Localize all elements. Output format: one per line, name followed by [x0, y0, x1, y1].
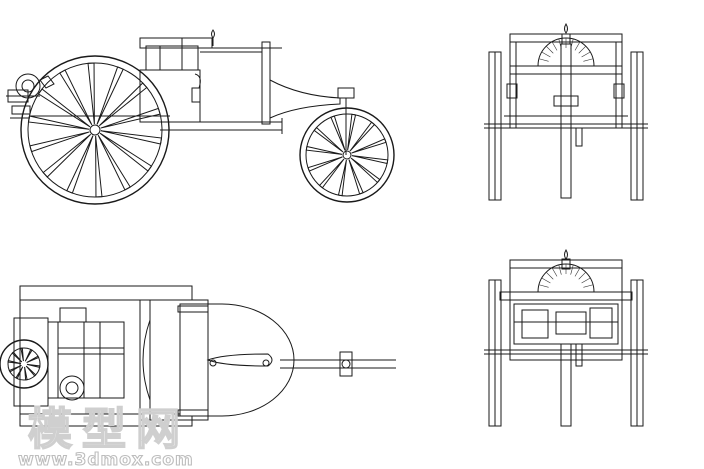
- front-right-lantern: [613, 83, 625, 99]
- top-rear-beam: [19, 285, 193, 301]
- flywheel-spoke: [24, 348, 33, 362]
- dial-tick: [570, 264, 574, 275]
- rear-wheel-spoke: [29, 131, 90, 153]
- side-front-wheel: [299, 107, 395, 203]
- dial-tick: [538, 58, 549, 62]
- side-upper-box: [145, 45, 199, 71]
- front-wheel-spoke: [350, 157, 381, 184]
- side-view: [6, 29, 395, 381]
- dial-tick: [541, 277, 551, 284]
- top-engine-block: [13, 317, 49, 407]
- rear-dial-arch: [537, 263, 595, 293]
- top-tiller: [206, 353, 273, 367]
- flywheel-spoke: [25, 365, 37, 377]
- side-lamp-flame: [211, 29, 215, 39]
- dial-tick: [545, 45, 554, 54]
- dial-tick: [574, 267, 581, 277]
- flywheel-spoke: [24, 366, 28, 381]
- front-dial-arch: [537, 37, 595, 67]
- front-wheel-spoke: [313, 126, 344, 153]
- rear-wheel-spoke: [37, 88, 91, 128]
- top-flywheel: [0, 339, 49, 389]
- dial-tick: [545, 271, 554, 280]
- watermark: 模型网 www.3dmox.com: [17, 403, 194, 469]
- rear-cab-frame: [509, 259, 623, 361]
- rear-wheel-spoke: [97, 134, 131, 191]
- front-cab-frame: [509, 33, 623, 129]
- front-wheel-spoke: [330, 115, 346, 151]
- dial-tick: [583, 58, 594, 62]
- side-rear-wheel: [20, 55, 170, 205]
- rear-wheel-spoke: [100, 107, 161, 129]
- dial-tick: [578, 45, 587, 54]
- dial-tick: [581, 277, 591, 284]
- rear-wheel-spoke: [42, 133, 92, 178]
- flywheel-spoke: [26, 355, 40, 364]
- front-view: [484, 23, 648, 201]
- front-wheel-spoke: [351, 155, 389, 165]
- top-front-axle-hub: [339, 351, 353, 377]
- front-wheel-spoke: [318, 158, 345, 189]
- front-wheel-spoke: [307, 156, 343, 172]
- rear-wheel-spoke: [59, 69, 93, 126]
- front-left-lantern: [506, 83, 518, 99]
- dial-tick: [574, 41, 581, 51]
- rear-steering-column: [560, 343, 572, 427]
- rear-wheel-spoke: [99, 132, 153, 172]
- side-front-hood: [269, 79, 341, 119]
- dial-tick: [578, 271, 587, 280]
- dial-tick: [581, 51, 591, 58]
- rear-wheel-spoke: [87, 62, 95, 125]
- rear-wheel-spoke: [100, 130, 163, 145]
- dial-tick: [551, 41, 558, 51]
- rear-wheel-spoke: [96, 66, 124, 125]
- side-lantern: [191, 87, 201, 103]
- rear-wheel-spoke: [66, 135, 94, 194]
- dial-tick: [541, 51, 551, 58]
- front-wheel-spoke: [349, 121, 376, 152]
- flywheel-spoke: [20, 347, 24, 362]
- dial-tick: [583, 284, 594, 288]
- side-dash-panel: [261, 41, 271, 125]
- front-wheel-spoke: [347, 113, 357, 151]
- watermark-logo: 模型网: [28, 404, 190, 455]
- side-roof-rail: [139, 37, 213, 49]
- front-wheel-spoke: [337, 159, 347, 197]
- dial-tick: [551, 267, 558, 277]
- flywheel-spoke: [15, 366, 24, 380]
- front-wheel-spoke: [305, 145, 343, 155]
- top-view: [0, 285, 396, 427]
- side-body-box: [139, 69, 201, 123]
- flywheel-spoke: [7, 360, 22, 365]
- flywheel-spoke: [26, 363, 41, 368]
- rear-wheel-spoke: [95, 135, 103, 198]
- watermark-url: www.3dmox.com: [18, 450, 194, 469]
- rear-wheel-spoke: [27, 115, 90, 130]
- rear-view: [484, 249, 648, 427]
- dial-tick: [558, 264, 562, 275]
- front-wheel-spoke: [351, 138, 387, 154]
- front-wheel-spoke: [348, 159, 364, 195]
- rear-wheel-spoke: [98, 82, 148, 127]
- dial-tick: [538, 284, 549, 288]
- top-pulley: [59, 375, 85, 401]
- top-front-dash: [179, 303, 295, 417]
- front-steering-column: [560, 43, 572, 199]
